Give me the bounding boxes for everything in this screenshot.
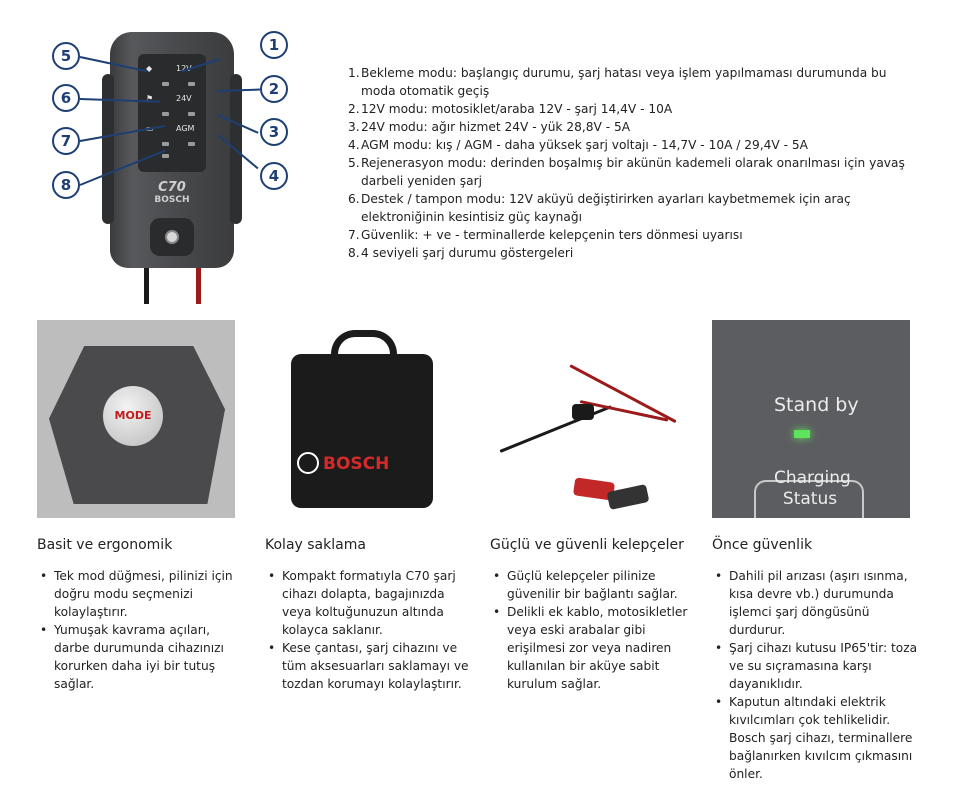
- standby-led: [794, 430, 810, 438]
- card-title: Önce güvenlik: [712, 537, 813, 553]
- standby-icon: ◆: [146, 64, 153, 73]
- panel-label-24v: 24V: [176, 94, 192, 103]
- led-indicator: [162, 154, 169, 158]
- list-item: •Tek mod düğmesi, pilinizi için doğru mo…: [40, 569, 233, 619]
- list-item: 8.4 seviyeli şarj durumu göstergeleri: [348, 246, 574, 260]
- card-clamps: Güçlü ve güvenli kelepçeler •Güçlü kelep…: [490, 320, 690, 693]
- list-item: •Kompakt formatıyla C70 şarj cihazı dola…: [268, 569, 456, 637]
- callout-8: 8: [52, 171, 80, 199]
- model-plate: C70 BOSCH: [140, 180, 204, 210]
- list-item: 2.12V modu: motosiklet/araba 12V - şarj …: [348, 102, 673, 116]
- card-ergonomic: MODE Basit ve ergonomik •Tek mod düğmesi…: [37, 320, 242, 693]
- callout-3: 3: [260, 118, 288, 146]
- list-item: 3.24V modu: ağır hizmet 24V - yük 28,8V …: [348, 120, 631, 134]
- callout-1: 1: [260, 31, 288, 59]
- fuse-holder: [572, 404, 594, 420]
- card-bullets: •Dahili pil arızası (aşırı ısınma, kısa …: [712, 567, 922, 783]
- card-bullets: •Kompakt formatıyla C70 şarj cihazı dola…: [265, 567, 475, 693]
- led-indicator: [162, 82, 169, 86]
- list-item: 6.Destek / tampon modu: 12V aküyü değişt…: [348, 192, 851, 224]
- cable-red: [196, 268, 201, 304]
- callout-2: 2: [260, 75, 288, 103]
- led-indicator: [162, 142, 169, 146]
- callout-6: 6: [52, 84, 80, 112]
- callout-4: 4: [260, 162, 288, 190]
- list-item: •Şarj cihazı kutusu IP65'tir: toza ve su…: [715, 641, 918, 691]
- list-item: •Güçlü kelepçeler pilinize güvenilir bir…: [493, 569, 678, 601]
- bosch-logo-icon: [297, 452, 319, 474]
- callout-5: 5: [52, 42, 80, 70]
- list-item: •Delikli ek kablo, motosikletler veya es…: [493, 605, 688, 691]
- callout-7: 7: [52, 127, 80, 155]
- standby-label: Stand by: [774, 394, 859, 416]
- card-storage: BOSCH Kolay saklama •Kompakt formatıyla …: [265, 320, 475, 693]
- list-item: •Kaputun altındaki elektrik kıvılcımları…: [715, 695, 913, 781]
- mode-button-closeup: MODE: [103, 386, 163, 446]
- led-indicator: [162, 112, 169, 116]
- storage-bag: BOSCH: [291, 354, 433, 508]
- charging-status-label: Charging Status: [774, 468, 851, 509]
- card-title: Basit ve ergonomik: [37, 537, 173, 553]
- model-label: C70: [158, 180, 186, 195]
- control-panel: ◆ 12V ⚑ 24V ▭ AGM: [138, 54, 206, 172]
- panel-closeup-image: Stand by Charging Status: [712, 320, 910, 518]
- clamps-image: [490, 320, 688, 518]
- feature-list: 1.Bekleme modu: başlangıç durumu, şarj h…: [348, 64, 918, 262]
- charger-device: ◆ 12V ⚑ 24V ▭ AGM C70 BOSCH: [102, 32, 242, 268]
- list-item: 5.Rejenerasyon modu: derinden boşalmış b…: [348, 156, 905, 188]
- list-item: 7.Güvenlik: + ve - terminallerde kelepçe…: [348, 228, 743, 242]
- card-title: Güçlü ve güvenli kelepçeler: [490, 537, 684, 553]
- list-item: 4.AGM modu: kış / AGM - daha yüksek şarj…: [348, 138, 808, 152]
- list-item: •Kese çantası, şarj cihazını ve tüm akse…: [268, 641, 469, 691]
- led-indicator: [188, 82, 195, 86]
- bag-handle: [331, 330, 397, 364]
- mode-button: [165, 230, 179, 244]
- list-item: •Yumuşak kavrama açıları, darbe durumund…: [40, 623, 224, 691]
- card-safety: Stand by Charging Status Önce güvenlik •…: [712, 320, 922, 783]
- mode-button-housing: [150, 218, 194, 256]
- charger-diagram: ◆ 12V ⚑ 24V ▭ AGM C70 BOSCH 1 2 3: [40, 18, 300, 304]
- bag-image: BOSCH: [265, 320, 463, 518]
- led-indicator: [188, 142, 195, 146]
- flag-icon: ⚑: [146, 94, 154, 103]
- black-wire: [499, 405, 612, 453]
- bag-brand: BOSCH: [297, 452, 389, 474]
- mode-button-image: MODE: [37, 320, 235, 518]
- brand-label: BOSCH: [154, 195, 190, 205]
- led-indicator: [188, 112, 195, 116]
- card-bullets: •Tek mod düğmesi, pilinizi için doğru mo…: [37, 567, 242, 693]
- card-title: Kolay saklama: [265, 537, 366, 553]
- card-bullets: •Güçlü kelepçeler pilinize güvenilir bir…: [490, 567, 690, 693]
- cable-black: [144, 268, 149, 304]
- status-frame: [754, 480, 864, 518]
- list-item: 1.Bekleme modu: başlangıç durumu, şarj h…: [348, 66, 887, 98]
- list-item: •Dahili pil arızası (aşırı ısınma, kısa …: [715, 569, 908, 637]
- panel-label-agm: AGM: [176, 124, 195, 133]
